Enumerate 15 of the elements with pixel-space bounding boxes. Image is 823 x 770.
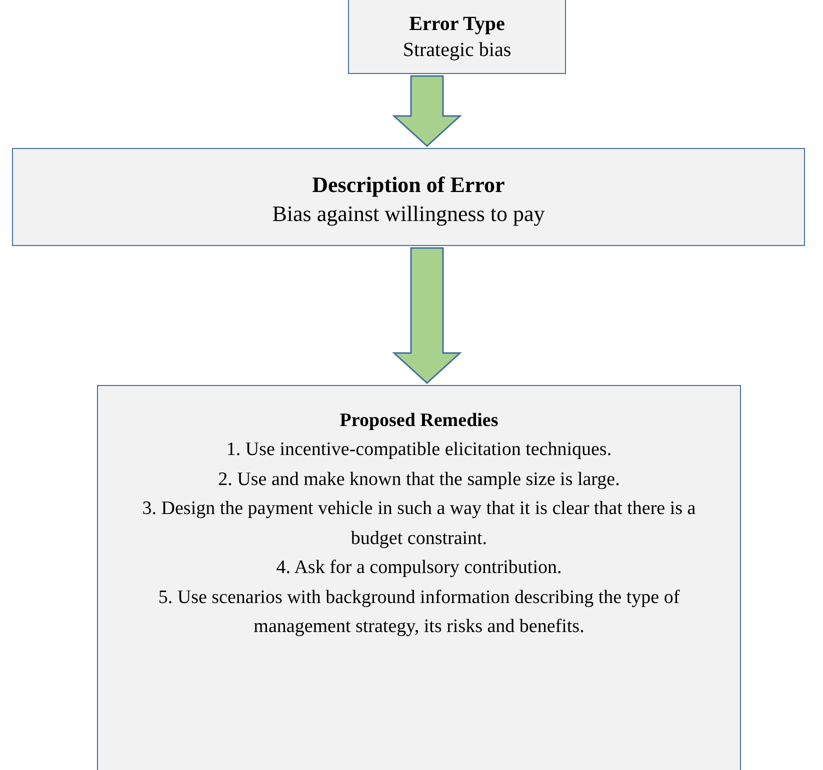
list-item: 3. Design the payment vehicle in such a way that it is clear that there is a budget constraint. <box>141 497 697 551</box>
box-heading: Error Type <box>408 12 506 37</box>
list-item: 5. Use scenarios with background information describing the type of management strategy, its risks and benefits. <box>157 586 681 640</box>
box-text: Strategic bias <box>402 38 512 63</box>
box-heading: Proposed Remedies <box>338 409 500 433</box>
text-box <box>97 385 741 770</box>
text-box <box>348 0 566 74</box>
list-item: 4. Ask for a compulsory contribution. <box>275 556 563 580</box>
box-heading: Description of Error <box>311 171 506 199</box>
block-arrow <box>392 75 462 148</box>
list-item: 1. Use incentive-compatible elicitation techniques. <box>225 438 613 462</box>
block-arrow <box>392 247 462 384</box>
box-text: Bias against willingness to pay <box>271 200 546 228</box>
list-item: 2. Use and make known that the sample size is large. <box>217 468 621 492</box>
text-box <box>12 148 805 246</box>
